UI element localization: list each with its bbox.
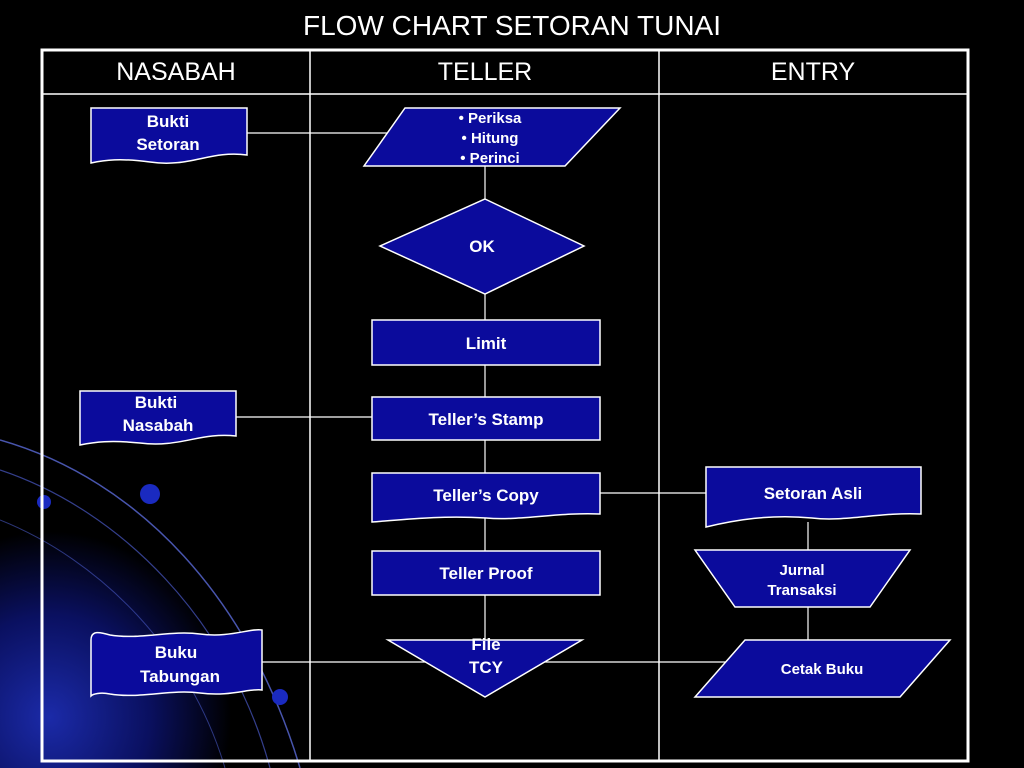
jurnal-line2: Transaksi xyxy=(767,582,836,599)
document-setoran-asli: Setoran Asli xyxy=(705,466,922,528)
teller-proof-label: Teller Proof xyxy=(439,564,533,583)
io-cetak-buku: Cetak Buku xyxy=(693,639,952,698)
process-tellers-stamp: Teller’s Stamp xyxy=(371,396,601,441)
limit-label: Limit xyxy=(466,334,507,353)
periksa-line3: • Perinci xyxy=(460,150,519,167)
tellers-stamp-label: Teller’s Stamp xyxy=(429,410,544,429)
bukti-nasabah-line2: Nasabah xyxy=(123,416,194,435)
file-tcy-line2: TCY xyxy=(469,658,504,677)
lane-header-entry: ENTRY xyxy=(771,58,856,86)
document-bukti-nasabah: Bukti Nasabah xyxy=(79,390,237,446)
tellers-copy-label: Teller’s Copy xyxy=(433,486,539,505)
document-tellers-copy: Teller’s Copy xyxy=(371,472,601,523)
manual-op-jurnal-transaksi: Jurnal Transaksi xyxy=(693,549,912,608)
buku-tabungan-line1: Buku xyxy=(155,643,198,662)
page-title: FLOW CHART SETORAN TUNAI xyxy=(303,10,721,41)
lane-header-teller: TELLER xyxy=(438,58,532,86)
file-tcy-line1: File xyxy=(471,635,500,654)
decision-ok: OK xyxy=(378,198,586,295)
lane-header-nasabah: NASABAH xyxy=(116,58,235,86)
periksa-line1: • Periksa xyxy=(459,110,522,127)
process-limit: Limit xyxy=(371,319,601,366)
swimlane-table xyxy=(40,48,970,763)
decision-ok-label: OK xyxy=(469,237,495,256)
periksa-line2: • Hitung xyxy=(462,130,519,147)
document-buku-tabungan: Buku Tabungan xyxy=(90,628,263,698)
process-periksa-hitung-perinci: • Periksa • Hitung • Perinci xyxy=(362,107,622,167)
process-teller-proof: Teller Proof xyxy=(371,550,601,596)
bukti-setoran-line1: Bukti xyxy=(147,112,190,131)
jurnal-line1: Jurnal xyxy=(779,562,824,579)
bukti-nasabah-line1: Bukti xyxy=(135,393,178,412)
storage-file-tcy: File TCY xyxy=(385,635,585,698)
setoran-asli-label: Setoran Asli xyxy=(764,484,863,503)
bukti-setoran-line2: Setoran xyxy=(136,135,199,154)
document-bukti-setoran: Bukti Setoran xyxy=(90,107,248,164)
buku-tabungan-line2: Tabungan xyxy=(140,667,220,686)
cetak-buku-label: Cetak Buku xyxy=(781,661,864,678)
